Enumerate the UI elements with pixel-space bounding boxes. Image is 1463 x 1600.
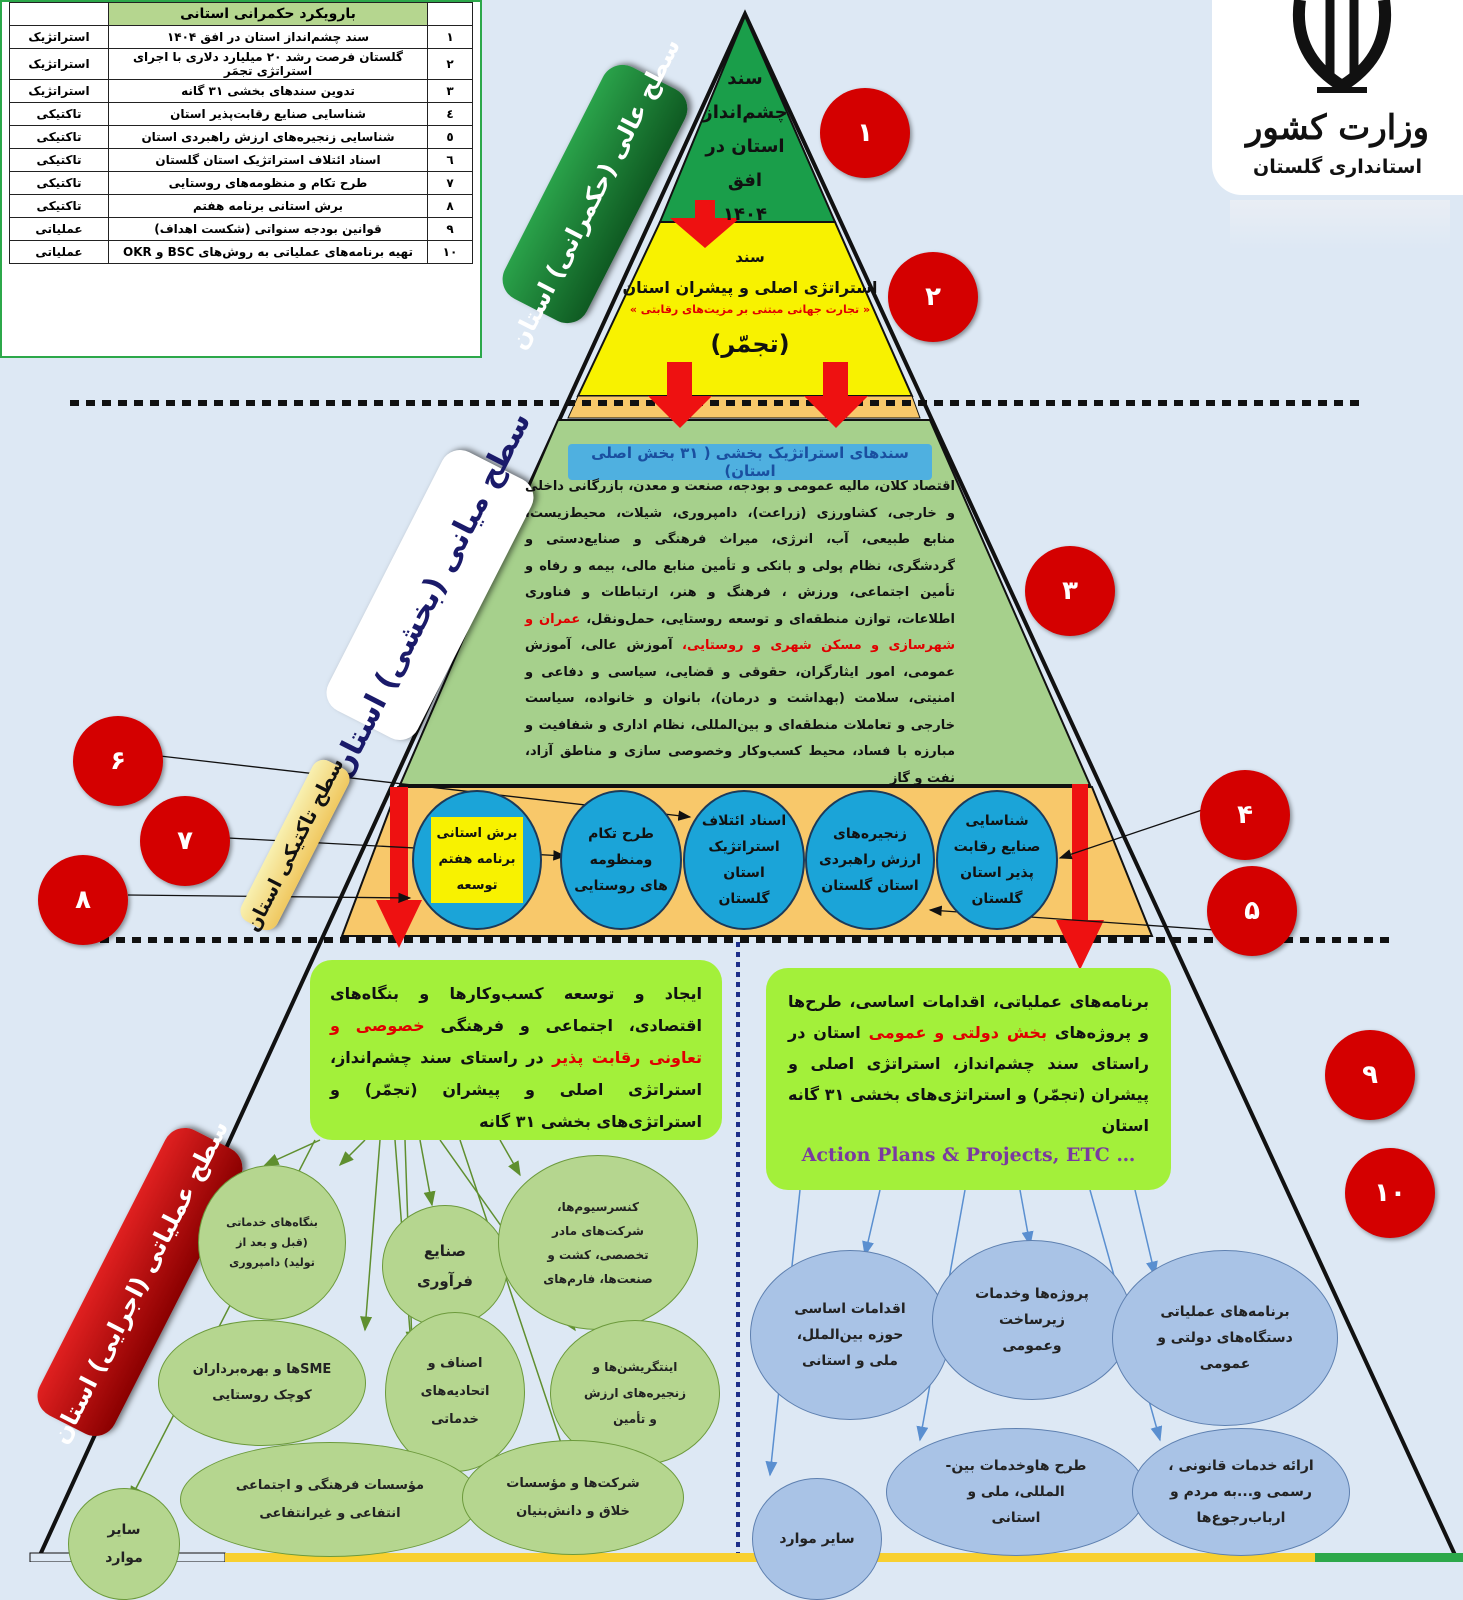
- table-cell-title: تهیه برنامه‌های عملیاتی به روش‌های BSC و…: [108, 240, 428, 264]
- table-cell-title: قوانین بودجه سنواتی (شکست اهداف): [108, 217, 428, 241]
- table-cell-level: تاکتیکی: [9, 102, 109, 126]
- table-cell-level: تاکتیکی: [9, 194, 109, 218]
- bottom-strip-right: [1315, 1553, 1463, 1562]
- table-cell-title: طرح تکام و منظومه‌های روستایی: [108, 171, 428, 195]
- table-cell-title: تدوین سندهای بخشی ۳۱ گانه: [108, 79, 428, 103]
- table-cell-title: گلستان فرصت رشد ۲۰ میلیارد دلاری با اجرا…: [108, 48, 428, 80]
- sectoral-layer: [398, 419, 1092, 786]
- ministry-logo: وزارت کشور استانداری گلستان: [1212, 0, 1463, 195]
- table-cell-num: ۲: [427, 48, 473, 80]
- table-cell-level: عملیاتی: [9, 217, 109, 241]
- emblem-icon: [1293, 0, 1391, 94]
- sectoral-body: اقتصاد کلان، مالیه عمومی و بودجه، صنعت و…: [525, 479, 955, 786]
- private-item-guilds: اصناف و اتحادیه‌های خدماتی: [385, 1312, 525, 1472]
- red-arrows: [376, 200, 1104, 970]
- marker-1: ۱: [820, 88, 910, 178]
- table-cell-level: تاکتیکی: [9, 148, 109, 172]
- orange-band: [567, 395, 921, 419]
- private-item-consortiums: کنسرسیوم‌ها، شرکت‌های مادر تخصصی، کشت و …: [498, 1155, 698, 1330]
- private-item-cultural-institutions: مؤسسات فرهنگی و اجتماعی انتفاعی و غیرانت…: [180, 1442, 480, 1557]
- tactical-value-chains: زنجیره‌های ارزش راهبردی استان گلستان: [805, 790, 935, 930]
- tactical-strategic-alliance: اسناد ائتلاف استراتژیک استان گلستان: [683, 790, 805, 930]
- public-item-other: سایر موارد: [752, 1478, 882, 1600]
- public-sector-box: برنامه‌های عملیاتی، اقدامات اساسی، طرح‌ه…: [766, 968, 1171, 1190]
- public-item-legal-services: ارائه خدمات قانونی ، رسمی و...به مردم و …: [1132, 1428, 1350, 1556]
- marker-7: ۷: [140, 796, 230, 886]
- table-cell-title: سند چشم‌انداز استان در افق ۱۴۰۴: [108, 25, 428, 49]
- table-cell-num: ۳: [427, 79, 473, 103]
- table-cell-num: ۸: [427, 194, 473, 218]
- logo-reflection: [1230, 200, 1450, 250]
- private-item-livestock-services: بنگاه‌های خدماتی (قبل و بعد از تولید) دا…: [198, 1165, 346, 1320]
- table-cell-level: تاکتیکی: [9, 171, 109, 195]
- marker-6: ۶: [73, 716, 163, 806]
- public-item-international-actions: اقدامات اساسی حوزه بین‌الملل، ملی و استا…: [750, 1250, 950, 1420]
- strategy-text: سند استراتژی اصلی و پیشران استان « تجارت…: [622, 248, 878, 358]
- table-cell-num: ٥: [427, 125, 473, 149]
- private-sector-box: ایجاد و توسعه کسب‌وکارها و بنگاه‌های اقت…: [310, 960, 722, 1140]
- table-cell-title: برش استانی برنامه هفتم: [108, 194, 428, 218]
- marker-3: ۳: [1025, 546, 1115, 636]
- marker-9: ۹: [1325, 1030, 1415, 1120]
- public-item-projects-services: طرح هاوخدمات بین-المللی، ملی و استانی: [886, 1428, 1146, 1556]
- public-item-operational-programs: برنامه‌های عملیاتی دستگاه‌های دولتی و عم…: [1112, 1250, 1338, 1426]
- table-cell-num: ٦: [427, 148, 473, 172]
- table-cell-level: عملیاتی: [9, 240, 109, 264]
- table-cell-title: شناسایی زنجیره‌های ارزش راهبردی استان: [108, 125, 428, 149]
- marker-2: ۲: [888, 252, 978, 342]
- tactical-seventh-plan: برش استانی برنامه هفتم توسعه: [412, 790, 542, 930]
- table-cell-num: ۷: [427, 171, 473, 195]
- table-cell-title: شناسایی صنایع رقابت‌پذیر استان: [108, 102, 428, 126]
- public-item-infrastructure: پروژه‌ها وخدمات زیرساخت وعمومی: [932, 1240, 1132, 1400]
- marker-5: ۵: [1207, 866, 1297, 956]
- marker-8: ۸: [38, 855, 128, 945]
- table-header: بارویکرد حکمرانی استانی: [108, 2, 428, 26]
- table-cell-level: استراتژیک: [9, 79, 109, 103]
- table-cell-num: ۱: [427, 25, 473, 49]
- table-cell-level: استراتژیک: [9, 25, 109, 49]
- office-name: استانداری گلستان: [1253, 156, 1422, 178]
- marker-10: ۱۰: [1345, 1148, 1435, 1238]
- ministry-name: وزارت کشور: [1245, 108, 1430, 148]
- marker-4: ۴: [1200, 770, 1290, 860]
- private-item-other: سایر موارد: [68, 1488, 180, 1600]
- table-cell-level: تاکتیکی: [9, 125, 109, 149]
- table-cell-level: استراتژیک: [9, 48, 109, 80]
- private-item-sme: SME‌ها و بهره‌برداران کوچک روستایی: [158, 1320, 366, 1446]
- sectoral-title: سندهای استراتژیک بخشی ( ۳۱ بخش اصلی استا…: [568, 444, 932, 480]
- table-cell-num: ۱۰: [427, 240, 473, 264]
- private-item-creative-companies: شرکت‌ها و مؤسسات خلاق و دانش‌بنیان: [462, 1440, 684, 1555]
- table-cell-num: ۹: [427, 217, 473, 241]
- table-cell-title: اسناد ائتلاف استراتژیک استان گلستان: [108, 148, 428, 172]
- table-cell-num: ٤: [427, 102, 473, 126]
- tactical-competitive-industries: شناسایی صنایع رقابت پذیر استان گلستان: [936, 790, 1058, 930]
- tactical-rural-plan: طرح تکام ومنظومه های روستایی: [560, 790, 682, 930]
- private-item-processing: صنایع فرآوری: [382, 1205, 508, 1327]
